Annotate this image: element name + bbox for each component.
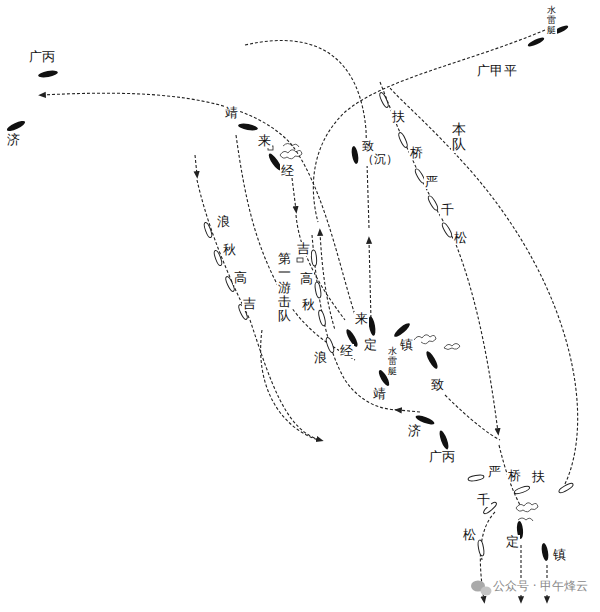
ship bbox=[397, 132, 408, 149]
ship-label: 镇 bbox=[399, 338, 414, 352]
track bbox=[296, 215, 345, 320]
smoke bbox=[283, 144, 299, 148]
ship-label: 致 bbox=[430, 378, 445, 392]
ship bbox=[203, 222, 213, 239]
ship bbox=[392, 321, 411, 338]
track bbox=[197, 180, 320, 440]
ship-label: 水雷艇 bbox=[387, 347, 398, 377]
track bbox=[292, 178, 296, 210]
ship-label: 桥 bbox=[507, 469, 522, 483]
ship bbox=[427, 195, 439, 211]
ship-label: 秋 bbox=[222, 243, 237, 257]
ship-label: 吉 bbox=[242, 297, 257, 311]
ship-label: 平 bbox=[503, 64, 518, 78]
ship-label: 秋 bbox=[301, 298, 316, 312]
ship-label: 经 bbox=[280, 164, 295, 178]
track bbox=[369, 240, 371, 320]
track bbox=[312, 235, 400, 410]
ship bbox=[527, 36, 545, 48]
ship-label: 浪 bbox=[216, 215, 231, 229]
ship-label: 定 bbox=[363, 338, 378, 352]
ship-label: 严 bbox=[424, 175, 439, 189]
smoke bbox=[280, 150, 302, 159]
smoke bbox=[518, 518, 533, 521]
ship-label: 松 bbox=[453, 231, 468, 245]
ship-label: 松 bbox=[462, 528, 477, 542]
ship-label: 第一游击队 bbox=[277, 252, 292, 323]
ship bbox=[441, 222, 453, 238]
ship bbox=[238, 122, 259, 131]
ship bbox=[424, 350, 439, 370]
ship bbox=[6, 119, 27, 133]
ship-label: 经 bbox=[339, 344, 354, 358]
ship-label: 镇 bbox=[552, 548, 567, 562]
ship bbox=[514, 485, 531, 495]
ship-label: 吉 bbox=[296, 242, 311, 256]
flag bbox=[297, 258, 303, 262]
ship-label: 靖 bbox=[224, 106, 239, 120]
ship-label: 浪 bbox=[313, 351, 328, 365]
ship-label: 靖 bbox=[372, 387, 387, 401]
ship bbox=[477, 540, 485, 557]
track bbox=[236, 135, 355, 360]
ship bbox=[438, 430, 450, 451]
track bbox=[195, 155, 197, 175]
ship-label: 济 bbox=[407, 424, 422, 438]
ship bbox=[38, 69, 59, 78]
ship-label: 扶 bbox=[391, 110, 406, 124]
smoke bbox=[414, 335, 436, 344]
ship-label: 致（沉） bbox=[361, 140, 375, 166]
ship-label: 广丙 bbox=[28, 50, 56, 64]
ship-label: 来 bbox=[257, 134, 272, 148]
track bbox=[390, 88, 578, 484]
ship bbox=[350, 146, 359, 165]
track bbox=[398, 410, 420, 412]
ship bbox=[468, 474, 485, 482]
ship bbox=[318, 310, 327, 327]
track bbox=[261, 330, 318, 440]
ship-label: 广甲 bbox=[476, 64, 504, 78]
track bbox=[380, 82, 498, 432]
ship-label: 桥 bbox=[409, 146, 424, 160]
ship-label: 高 bbox=[233, 271, 248, 285]
ship bbox=[311, 250, 317, 266]
ship bbox=[378, 92, 389, 109]
track bbox=[445, 395, 500, 440]
ship-label: 千 bbox=[440, 203, 455, 217]
ship bbox=[314, 282, 322, 299]
ship-label: 定 bbox=[505, 535, 520, 549]
ship-label: 济 bbox=[6, 133, 21, 147]
ship bbox=[540, 543, 549, 562]
track bbox=[42, 93, 356, 318]
ship-label: 扶 bbox=[531, 470, 546, 484]
ship-label: 千 bbox=[476, 493, 491, 507]
ship-label: 来 bbox=[354, 312, 369, 326]
ship-label: 本队 bbox=[451, 122, 467, 153]
smoke bbox=[516, 503, 538, 512]
ship-label: 广丙 bbox=[428, 450, 456, 464]
ship bbox=[558, 482, 574, 494]
watermark: 公众号 · 甲午烽云 bbox=[492, 580, 589, 593]
ship-label: 水雷艇 bbox=[546, 6, 557, 36]
ship-label: 高 bbox=[299, 272, 314, 286]
ship-label: 严 bbox=[487, 465, 502, 479]
track bbox=[245, 41, 369, 228]
smoke bbox=[444, 344, 460, 350]
watermark-icon bbox=[471, 581, 492, 596]
